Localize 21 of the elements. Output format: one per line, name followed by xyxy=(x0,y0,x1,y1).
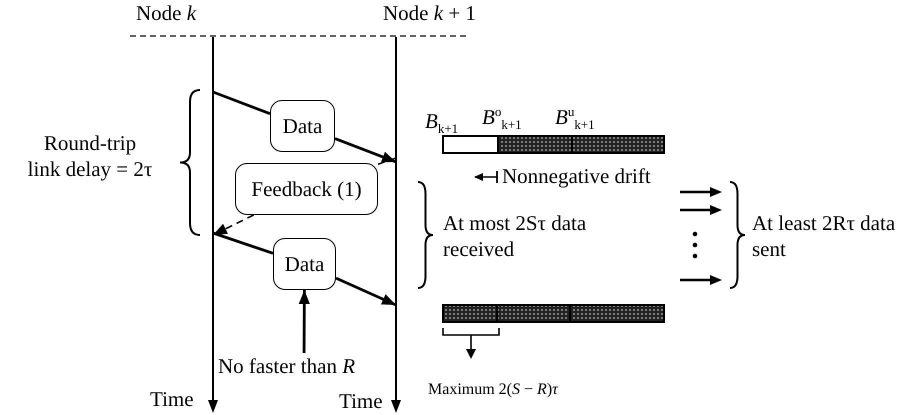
arrow xyxy=(212,214,254,236)
buffer-label: B$_{k+1}$ xyxy=(425,108,458,138)
annotation-text: At least 2Rτ data sent xyxy=(752,210,896,262)
connector-line xyxy=(378,157,396,165)
message-box: Data xyxy=(270,100,335,152)
connector-line xyxy=(212,90,270,115)
annotation-text: Nonnegative drift xyxy=(502,163,651,190)
message-box: Data xyxy=(273,238,336,290)
arrow xyxy=(335,276,397,306)
time-label: Time xyxy=(339,389,383,414)
annotation-text: At most 2Sτ data received xyxy=(443,210,588,262)
arrow xyxy=(298,290,310,353)
note-text: No faster than R xyxy=(218,353,356,380)
arrow xyxy=(334,137,396,164)
time-label: Time xyxy=(150,387,194,412)
message-box: Feedback (1) xyxy=(235,163,378,215)
node-heading: Node k xyxy=(136,1,196,26)
annotation-text: Round-trip link delay = 2τ xyxy=(26,130,154,182)
node-heading: Node k + 1 xyxy=(383,1,476,26)
annotation-text: Maximum 2(S − R)τ xyxy=(428,380,558,400)
connector-line xyxy=(212,232,274,255)
